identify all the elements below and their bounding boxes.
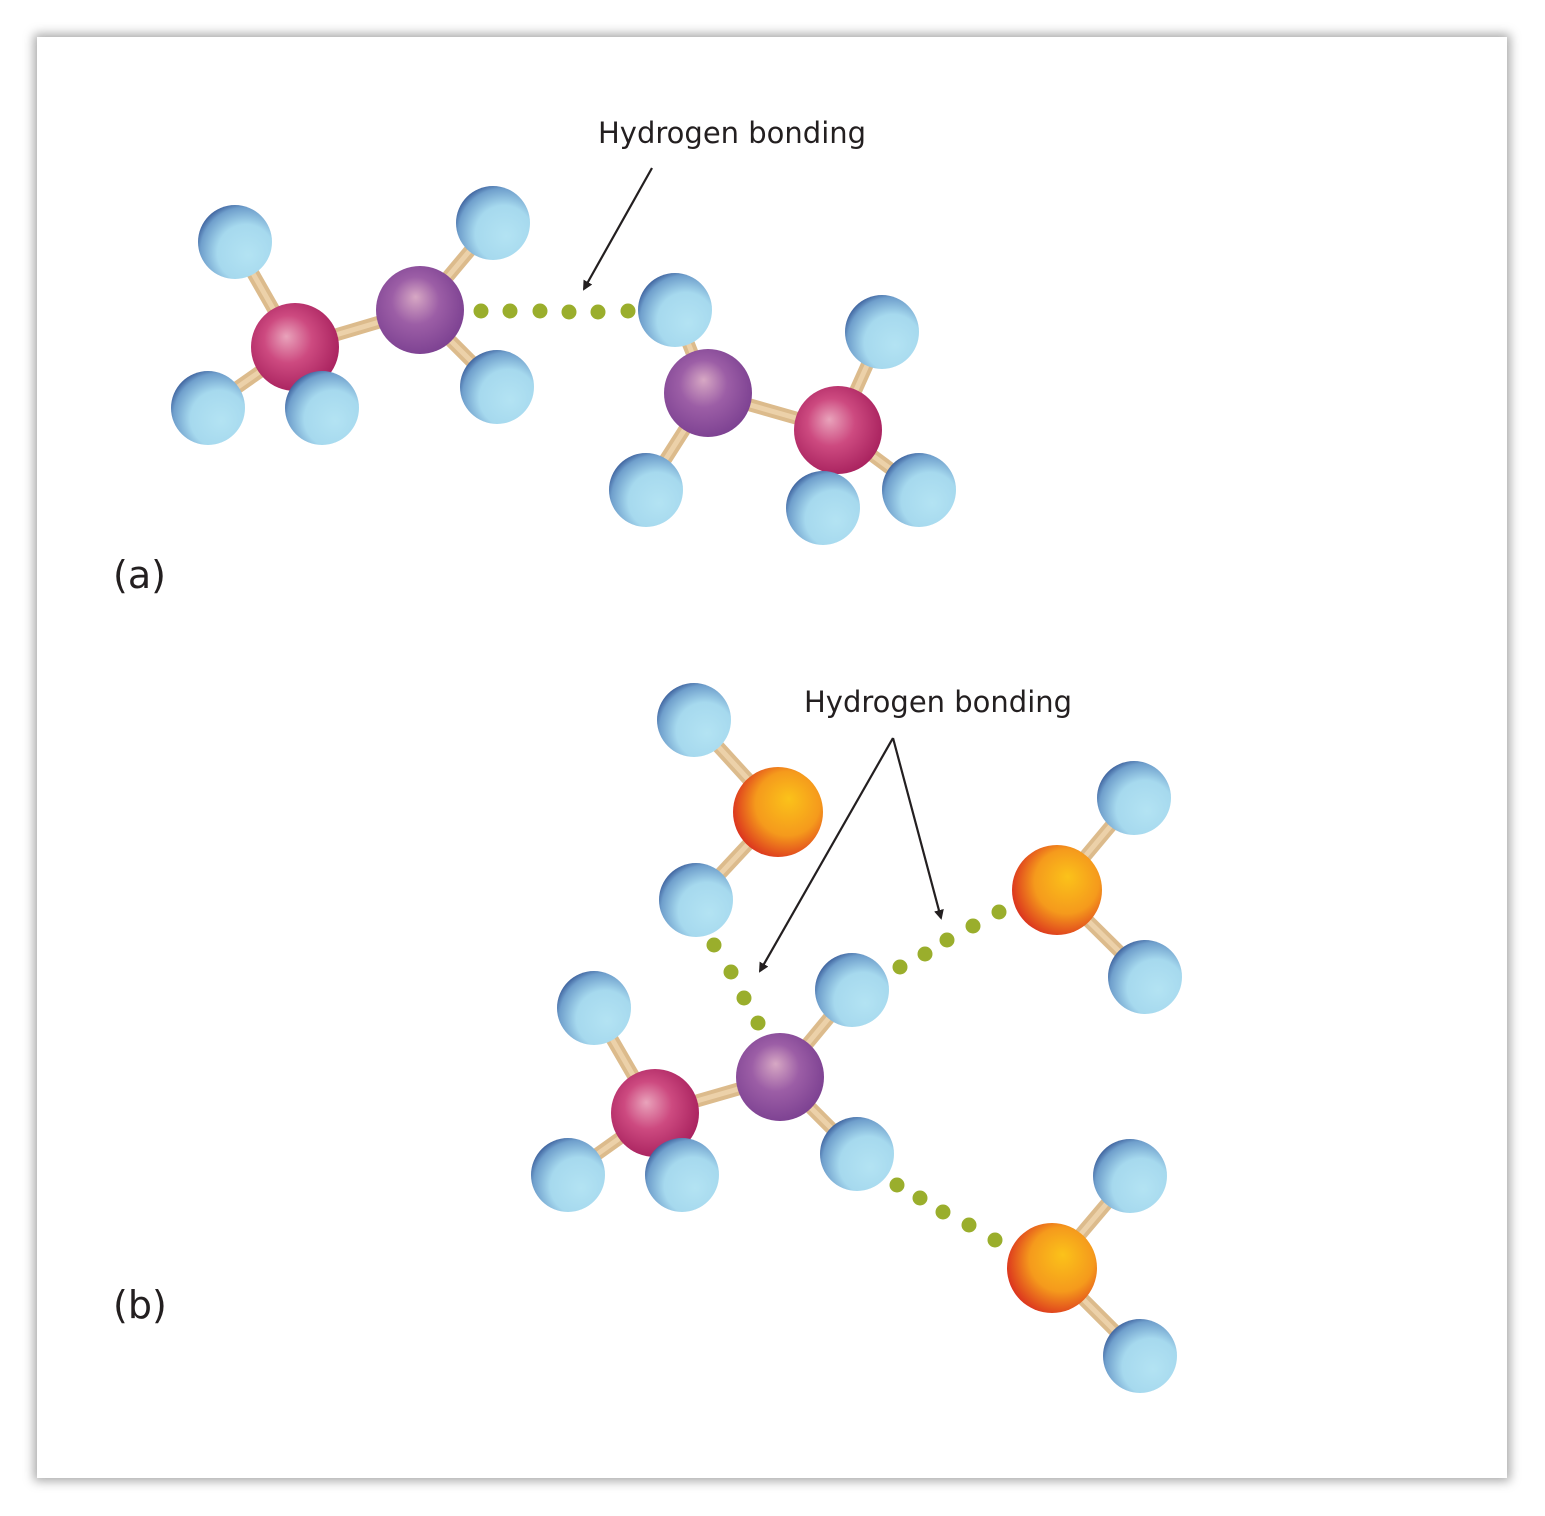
hydrogen-bond-dot [590, 304, 606, 320]
hydrogen-bond-dot [532, 303, 548, 319]
carbon-atom [611, 1069, 699, 1157]
oxygen-atom [1007, 1223, 1097, 1313]
hydrogen-atom [1108, 940, 1182, 1014]
hydrogen-atom [815, 953, 889, 1027]
hydrogen-bond-dot [889, 1177, 905, 1193]
carbon-atom [794, 386, 882, 474]
oxygen-atom [1012, 845, 1102, 935]
panel-label-a: (a) [113, 553, 166, 597]
methylamine-a2 [609, 273, 956, 545]
hydrogen-bond-dot [935, 1204, 951, 1220]
pointer-arrow [583, 167, 653, 291]
hydrogen-atom [456, 186, 530, 260]
hydrogen-bond-dot [965, 918, 981, 934]
hydrogen-atom [882, 453, 956, 527]
pointer-arrow [759, 737, 894, 973]
hydrogen-bond-dot [961, 1217, 977, 1233]
carbon-atom [251, 303, 339, 391]
hydrogen-atom [657, 683, 731, 757]
water-b3 [1007, 1139, 1177, 1393]
hydrogen-bond-dot [939, 932, 955, 948]
water-b2 [1012, 761, 1182, 1014]
hydrogen-atom [820, 1117, 894, 1191]
water-b1 [657, 683, 823, 937]
figure-card [37, 37, 1507, 1478]
hydrogen-bond-dot [991, 904, 1007, 920]
hydrogen-atom [460, 350, 534, 424]
hydrogen-atom [198, 205, 272, 279]
hydrogen-atom [171, 371, 245, 445]
nitrogen-atom [736, 1033, 824, 1121]
nitrogen-atom [376, 266, 464, 354]
hydrogen-bonding-label-b: Hydrogen bonding [804, 685, 1072, 719]
hydrogen-bond-dot [502, 303, 518, 319]
hydrogen-bond-dot [987, 1232, 1003, 1248]
hydrogen-bond-dot [723, 964, 739, 980]
hydrogen-bond-dot [912, 1190, 928, 1206]
panel-label-b: (b) [113, 1283, 167, 1327]
hydrogen-bond-dot [561, 304, 577, 320]
hydrogen-bond-dot [620, 303, 636, 319]
hydrogen-atom [1097, 761, 1171, 835]
hydrogen-bonding-label-a: Hydrogen bonding [598, 116, 866, 150]
hydrogen-atom [557, 971, 631, 1045]
methylamine-b [531, 953, 894, 1212]
hydrogen-atom [1093, 1139, 1167, 1213]
hydrogen-bond-dot [473, 303, 489, 319]
hydrogen-atom [786, 471, 860, 545]
hydrogen-bond-dot [706, 937, 722, 953]
methylamine-a1 [171, 186, 534, 445]
hydrogen-bond-dot [892, 959, 908, 975]
hydrogen-atom [609, 453, 683, 527]
hydrogen-atom [285, 371, 359, 445]
hydrogen-bond-dot [750, 1015, 766, 1031]
hydrogen-atom [645, 1138, 719, 1212]
hydrogen-atom [659, 863, 733, 937]
nitrogen-atom [664, 349, 752, 437]
hydrogen-atom [531, 1138, 605, 1212]
hydrogen-atom [845, 295, 919, 369]
hydrogen-atom [638, 273, 712, 347]
hydrogen-bond-dot [917, 946, 933, 962]
hydrogen-bond-dot [736, 990, 752, 1006]
pointer-arrow [891, 737, 944, 920]
hydrogen-atom [1103, 1319, 1177, 1393]
oxygen-atom [733, 767, 823, 857]
